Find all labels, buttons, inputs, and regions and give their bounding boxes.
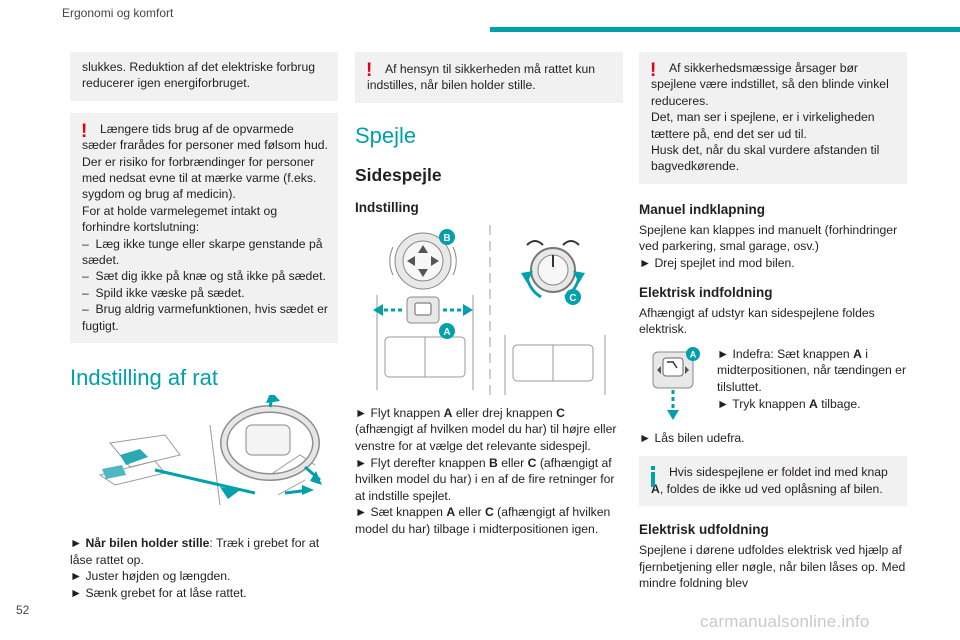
fold-step-3: ► Lås bilen udefra. [639,430,745,445]
steering-step-1: ► Når bilen holder stille: Træk i grebet… [70,536,323,567]
label-b: B [443,233,450,244]
mirror-step-2: ► Flyt derefter knappen B eller C (afhæn… [355,455,618,503]
watermark: carmanualsonline.info [700,612,870,631]
steering-step-2: ► Juster højden og længden. [70,569,231,584]
mirror-step-3: ► Sæt knappen A eller C (afhængigt af hv… [355,505,614,536]
column-2: ! Af hensyn til sikkerheden må rattet ku… [355,52,623,538]
mirrors-heading: Spejle [355,122,417,148]
continuation-box: slukkes. Reduktion af det elektriske for… [70,52,338,101]
adjustment-heading: Indstilling [355,199,419,215]
electric-fold-heading: Elektrisk indfoldning [639,284,773,300]
steering-heading: Indstilling af rat [70,365,218,391]
electric-unfold-text: Spejlene i dørene udfoldes elektrisk ved… [639,543,909,591]
warning-rest: Der er risiko for forbrændinger for pers… [82,154,328,333]
mirror-warning-first: Af sikkerhedsmæssige årsager bør spejlen… [651,61,893,108]
fold-info-text: Hvis sidespejlene er foldet ind med knap… [651,465,892,496]
seat-heating-warning: ! Længere tids brug af de opvarmede sæde… [70,112,338,344]
warning-icon: ! [81,120,88,142]
steering-wheel-illustration [98,391,322,506]
steering-safety-warning: ! Af hensyn til sikkerheden må rattet ku… [355,52,623,103]
warning-icon: ! [650,60,657,81]
label-c: C [569,293,576,304]
electric-unfold-heading: Elektrisk udfoldning [639,522,769,538]
manual-fold-step: ► Drej spejlet ind mod bilen. [639,256,795,271]
mirror-controls-figure: B A C [355,224,623,395]
electric-fold-text: Afhængigt af udstyr kan sidespejlene fol… [639,305,879,337]
mirror-controls-illustration: B A C [373,224,606,395]
steering-figure [70,391,338,525]
fold-instructions: A ► Indefra: Sæt knappen A i midterposit… [639,346,907,424]
manual-fold-heading: Manuel indklapning [639,201,766,217]
column-3: ! Af sikkerhedsmæssige årsager bør spejl… [639,52,907,592]
label-a: A [690,349,697,359]
fold-step-2: ► Tryk knappen A tilbage. [717,396,861,411]
fold-info-box: Hvis sidespejlene er foldet ind med knap… [639,456,907,507]
warning-icon: ! [366,60,373,81]
section-title: Ergonomi og komfort [62,6,174,20]
fold-button-icon: A [652,346,700,420]
steering-safety-text: Af hensyn til sikkerheden må rattet kun … [367,62,599,93]
mirror-warning-rest: Det, man ser i spejlene, er i virkelighe… [651,110,880,174]
mirror-step-1: ► Flyt knappen A eller drej knappen C (a… [355,405,620,453]
continuation-text: slukkes. Reduktion af det elektriske for… [82,60,319,91]
label-a: A [443,327,450,338]
warning-first: Længere tids brug af de opvarmede sæder … [82,121,328,153]
column-1: slukkes. Reduktion af det elektriske for… [70,52,338,601]
manual-fold-text: Spejlene kan klappes ind manuelt (forhin… [639,222,901,254]
steering-step-3: ► Sænk grebet for at låse rattet. [70,585,247,600]
side-mirrors-heading: Sidespejle [355,164,442,185]
fold-step-1: ► Indefra: Sæt knappen A i midterpositio… [717,346,910,394]
page-number: 52 [16,603,30,617]
info-icon [651,466,655,488]
header-accent-bar [490,27,960,32]
mirror-safety-warning: ! Af sikkerhedsmæssige årsager bør spejl… [639,52,907,184]
